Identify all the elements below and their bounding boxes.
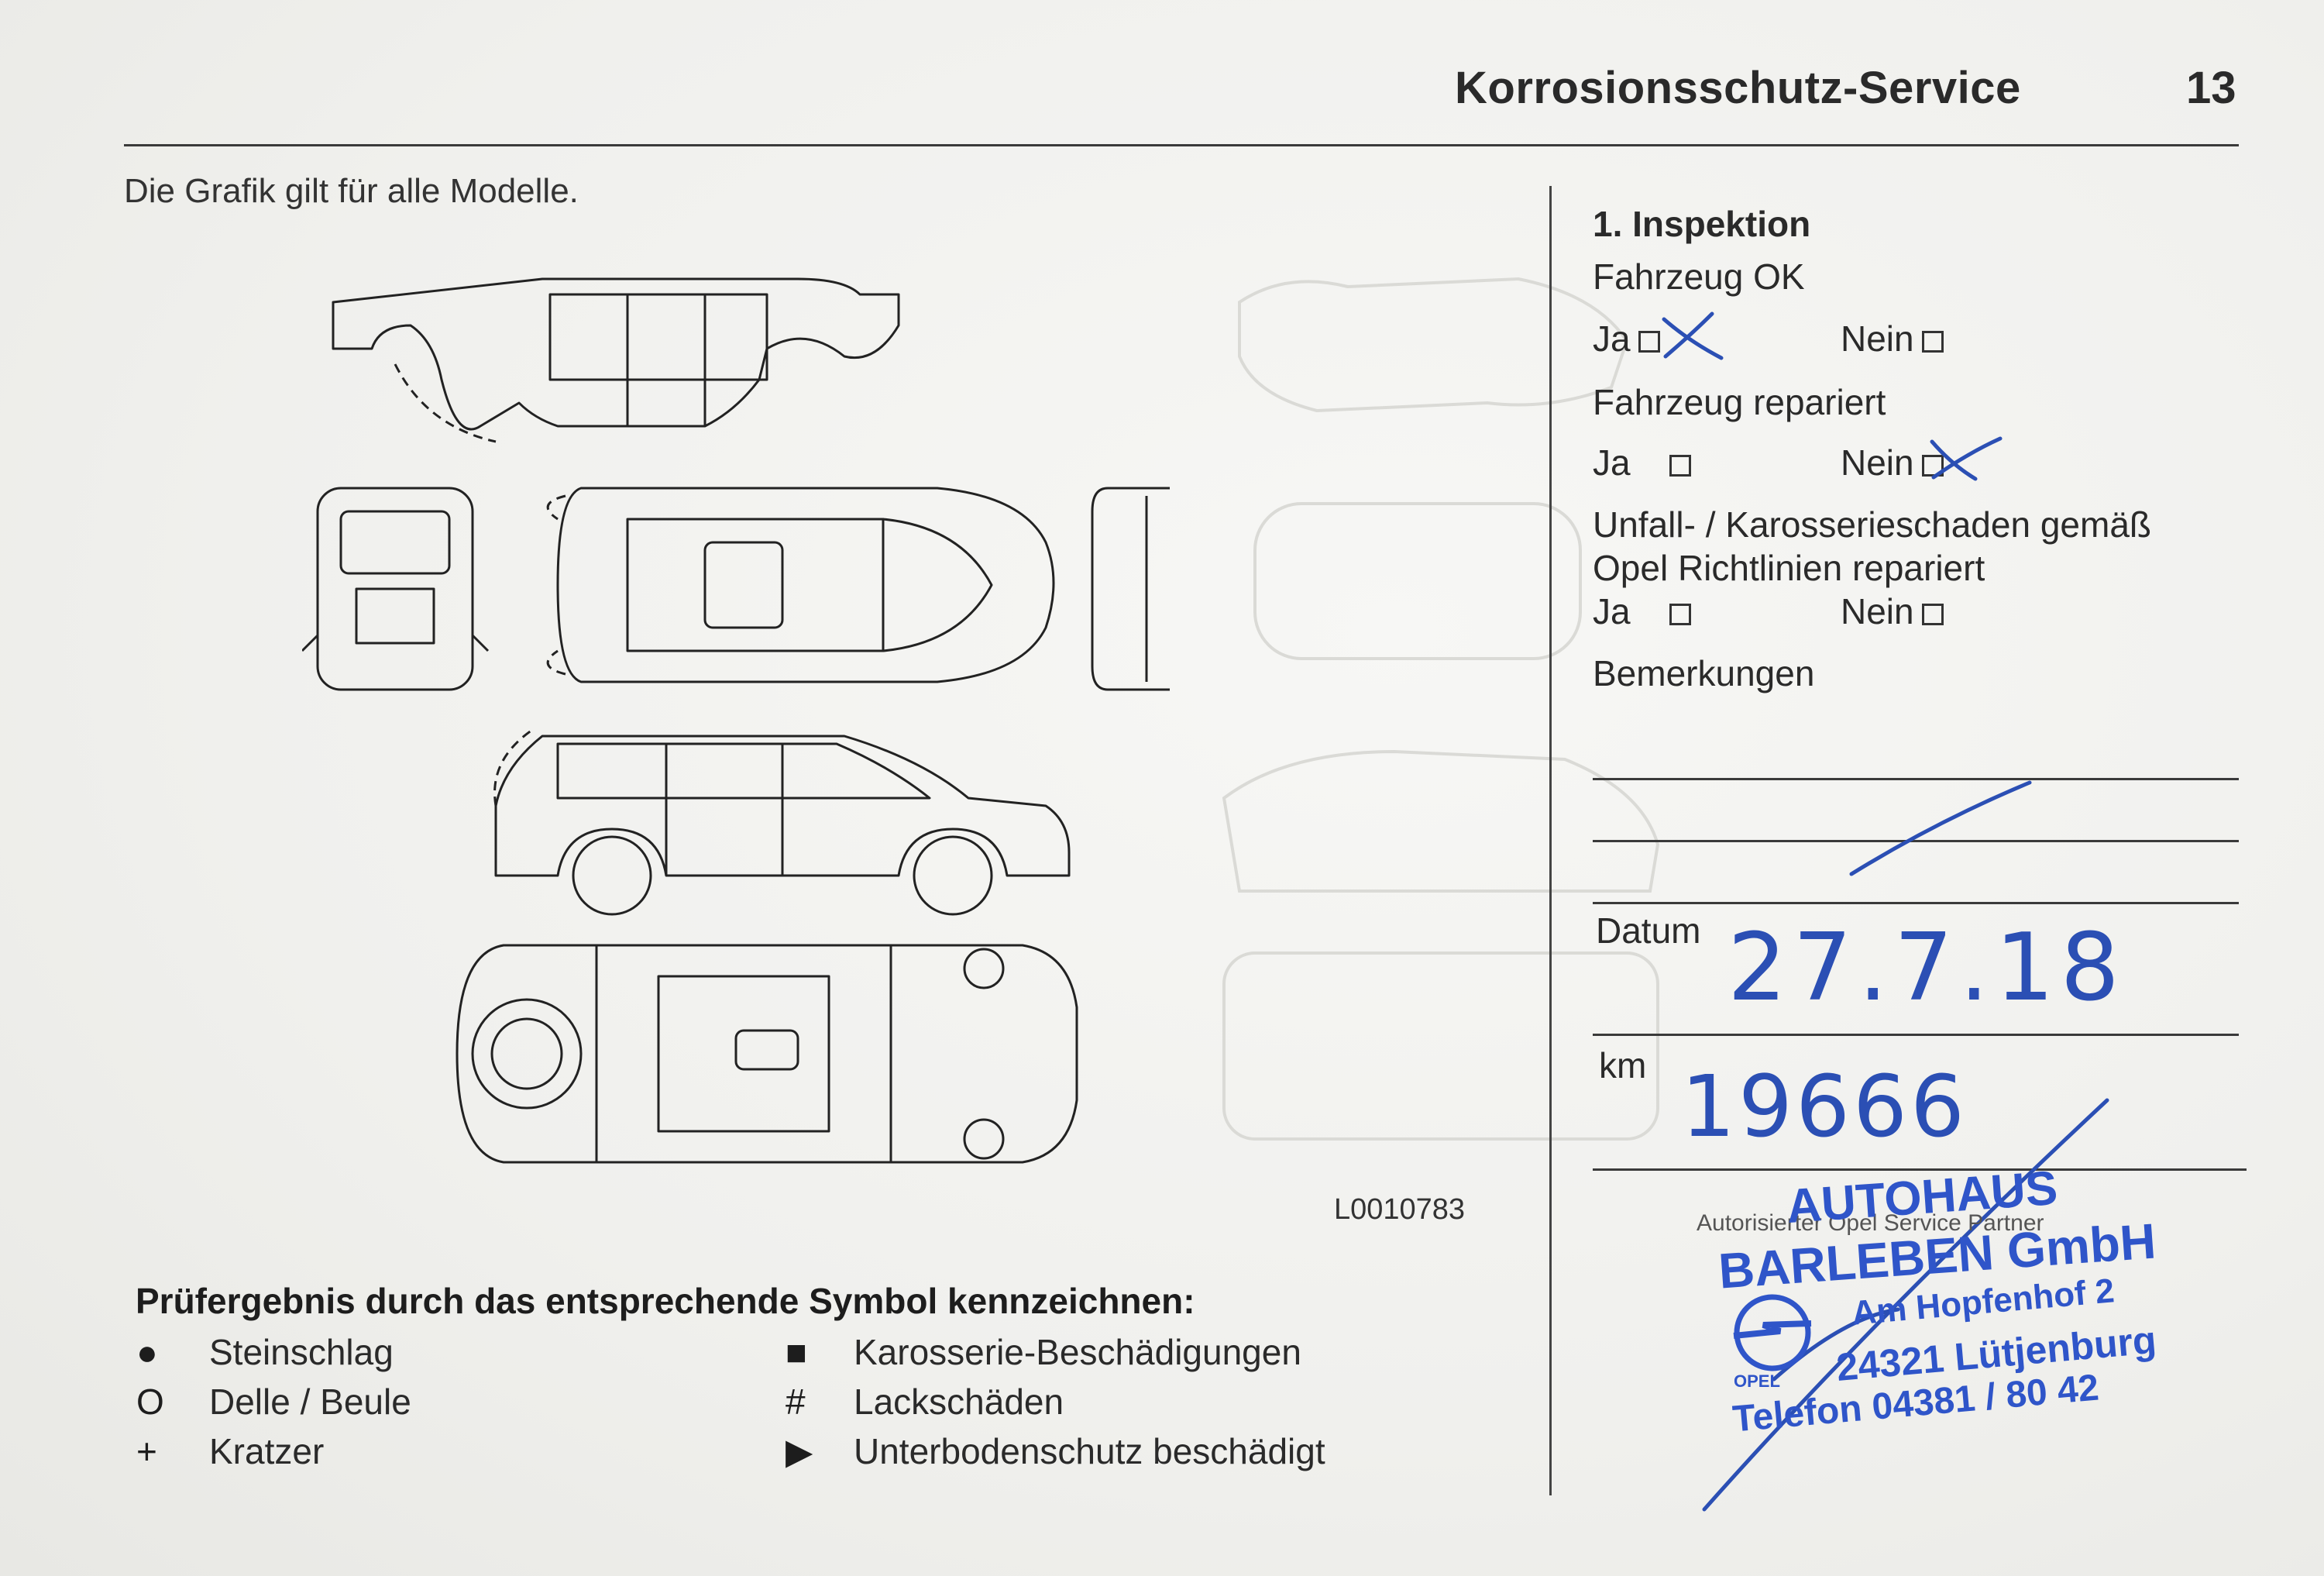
legend-delle: Delle / Beule <box>209 1382 411 1422</box>
unfall-label-line2: Opel Richtlinien repariert <box>1593 548 1985 588</box>
km-label: km <box>1599 1045 1647 1086</box>
car-view-underbody <box>456 944 1078 1164</box>
unfall-ja-checkbox[interactable] <box>1669 603 1691 625</box>
fahrzeug-repariert-nein[interactable]: Nein <box>1841 442 1944 483</box>
scratch-symbol: + <box>136 1431 157 1471</box>
legend-lackschaeden: Lackschäden <box>854 1382 1064 1422</box>
show-through-ghost <box>1222 277 1660 1141</box>
bemerkungen-line-3[interactable] <box>1593 902 2239 904</box>
fahrzeug-repariert-ja-label: Ja <box>1593 442 1631 483</box>
km-handwritten: 19666 <box>1681 1057 1968 1156</box>
car-view-plan <box>546 487 1055 683</box>
datum-line[interactable] <box>1593 1034 2239 1036</box>
legend-karosserie: Karosserie-Beschädigungen <box>854 1332 1301 1372</box>
fahrzeug-repariert-ja-checkbox[interactable] <box>1669 454 1691 477</box>
unfall-ja-label: Ja <box>1593 591 1631 631</box>
fahrzeug-ok-ja-checkbox[interactable] <box>1638 330 1660 353</box>
page-number: 13 <box>2186 63 2236 113</box>
fahrzeug-repariert-nein-checkbox[interactable] <box>1921 454 1944 477</box>
column-divider <box>1549 186 1552 1495</box>
legend-unterboden: Unterbodenschutz beschädigt <box>854 1431 1325 1471</box>
fahrzeug-repariert-label: Fahrzeug repariert <box>1593 382 1886 422</box>
car-views-svg <box>301 277 1179 1164</box>
fahrzeug-ok-nein-label: Nein <box>1841 318 1914 359</box>
datum-handwritten: 27.7.18 <box>1728 914 2126 1022</box>
paint-damage-symbol: # <box>786 1382 806 1422</box>
fahrzeug-ok-nein[interactable]: Nein <box>1841 318 1944 360</box>
header-divider <box>124 144 2239 146</box>
car-view-rear <box>1091 487 1179 691</box>
page-title: Korrosionsschutz-Service <box>1455 63 2021 113</box>
bemerkungen-line-1[interactable] <box>1593 778 2239 780</box>
legend-kratzer: Kratzer <box>209 1431 325 1471</box>
fahrzeug-repariert-nein-label: Nein <box>1841 442 1914 483</box>
fahrzeug-ok-label: Fahrzeug OK <box>1593 256 1805 297</box>
car-view-top-side <box>332 277 900 443</box>
inspection-title: 1. Inspektion <box>1593 204 1811 244</box>
fahrzeug-ok-ja-label: Ja <box>1593 318 1631 359</box>
bemerkungen-label: Bemerkungen <box>1593 653 1815 693</box>
stamp-brand: OPEL <box>1734 1371 1780 1391</box>
unfall-label-line1: Unfall- / Karosserieschaden gemäß <box>1593 504 2151 545</box>
intro-text: Die Grafik gilt für alle Modelle. <box>124 172 579 210</box>
unfall-ja[interactable]: Ja <box>1593 590 1691 632</box>
bemerkungen-line-2[interactable] <box>1593 840 2239 842</box>
car-view-side <box>493 727 1071 916</box>
car-view-front <box>301 487 490 691</box>
stamp-partner-line: Autorisierter Opel Service Partner <box>1697 1210 2044 1236</box>
dent-symbol: O <box>136 1382 164 1422</box>
car-body-diagram <box>301 263 1179 1178</box>
underbody-symbol: ▶ <box>786 1431 813 1471</box>
body-damage-symbol: ■ <box>786 1332 807 1372</box>
legend-steinschlag: Steinschlag <box>209 1332 394 1372</box>
fahrzeug-ok-ja[interactable]: Ja <box>1593 318 1660 360</box>
diagram-code: L0010783 <box>1334 1193 1466 1226</box>
stone-chip-symbol: ● <box>136 1332 158 1372</box>
unfall-nein-label: Nein <box>1841 591 1914 631</box>
datum-label: Datum <box>1596 910 1701 951</box>
fahrzeug-ok-nein-checkbox[interactable] <box>1921 330 1944 353</box>
fahrzeug-repariert-ja[interactable]: Ja <box>1593 442 1691 483</box>
unfall-nein-checkbox[interactable] <box>1921 603 1944 625</box>
legend-title: Prüfergebnis durch das entsprechende Sym… <box>136 1281 1195 1321</box>
unfall-nein[interactable]: Nein <box>1841 590 1944 632</box>
opel-logo-icon <box>1733 1294 1812 1371</box>
